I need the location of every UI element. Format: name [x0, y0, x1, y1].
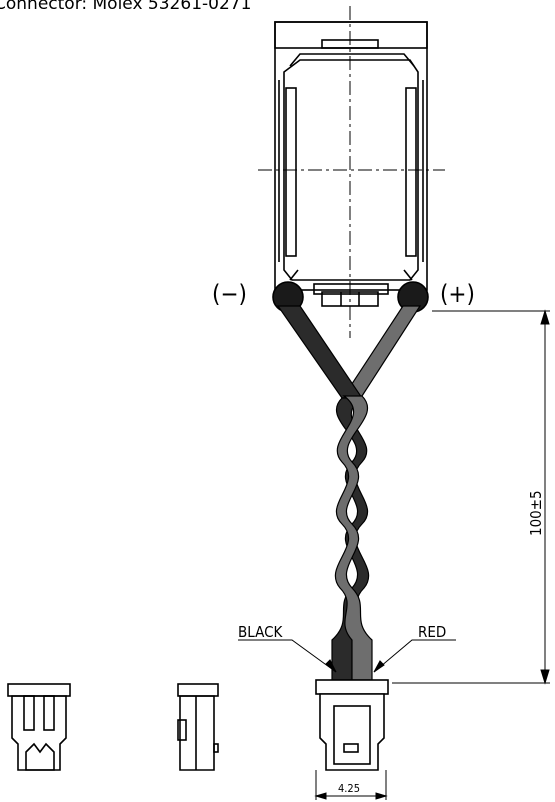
length-dimension-label: 100±5 — [527, 490, 545, 536]
battery-holder — [274, 21, 428, 307]
black-wire-label: BLACK — [238, 623, 284, 641]
connector-main — [315, 679, 389, 771]
width-dimension — [314, 770, 388, 800]
drawing-title: Connector: Molex 53261-0271 — [0, 0, 252, 14]
length-dimension — [392, 309, 550, 685]
leader-lines — [238, 639, 456, 673]
negative-label: (−) — [212, 280, 247, 308]
centre-lines — [258, 6, 445, 338]
red-wire — [342, 305, 422, 397]
red-wire-label: RED — [418, 623, 446, 641]
width-dimension-label: 4.25 — [338, 782, 360, 795]
positive-label: (+) — [440, 280, 475, 308]
connector-side-view — [177, 683, 219, 771]
wire-harness — [276, 305, 422, 681]
black-wire — [276, 305, 364, 399]
connector-front-view — [7, 683, 71, 771]
